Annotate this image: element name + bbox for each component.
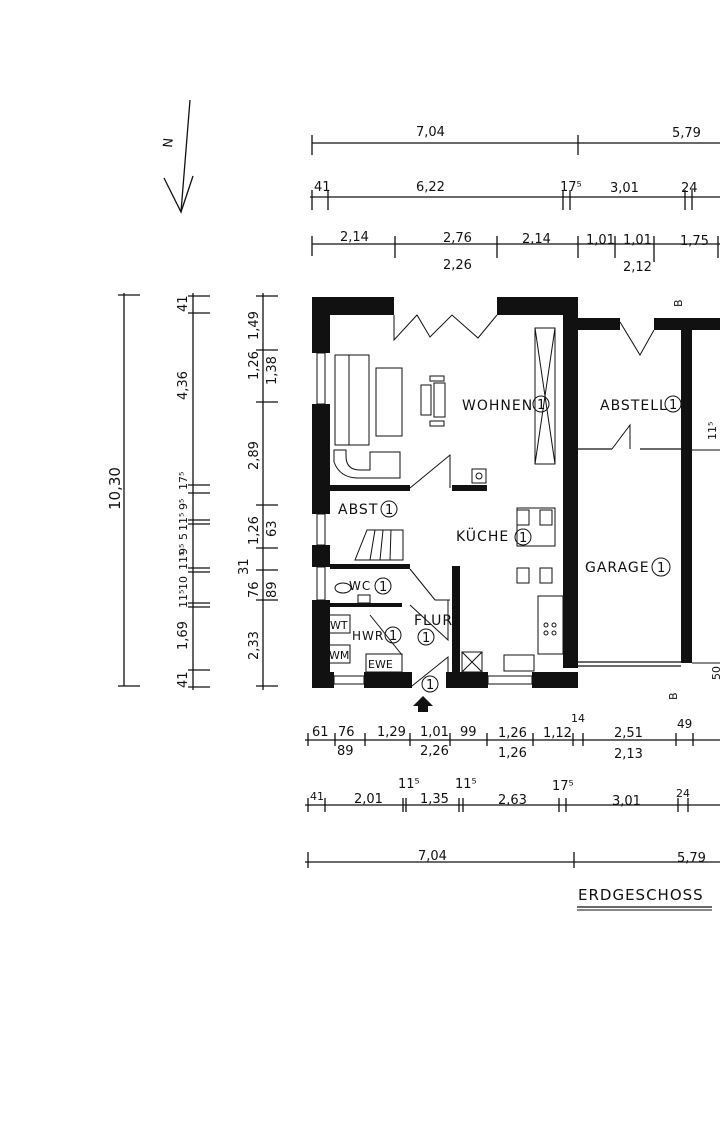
dim-label: 1,26: [498, 746, 527, 761]
dim-label: 11⁵: [177, 552, 190, 570]
room-number: 1: [519, 531, 527, 546]
dim-label: 41: [310, 790, 324, 803]
room-labels: WOHNEN 1 ABSTELL 1 ABST 1 KÜCHE 1 GARAGE…: [327, 299, 720, 700]
dim-label: 11⁵: [177, 513, 190, 531]
dim-label: 5,79: [672, 126, 701, 141]
fixture-wt: WT: [330, 619, 348, 632]
room-label-wc: WC: [349, 579, 371, 593]
room-label-flur: FLUR: [414, 613, 453, 629]
dim-label: 1,26: [247, 516, 262, 545]
dim-label: 14: [571, 712, 585, 725]
dim-label: 89: [337, 744, 354, 759]
room-label-abstell: ABSTELL: [600, 398, 668, 414]
dim-label: 2,14: [522, 232, 551, 247]
walls: [312, 297, 720, 688]
dim-label: 2,76: [443, 231, 472, 246]
dim-label: 6,22: [416, 180, 445, 195]
dim-label: 2,63: [498, 793, 527, 808]
room-number: 1: [537, 398, 545, 413]
dim-label: 5: [177, 533, 190, 540]
left-dimensions: 10,30 41 4,36 17⁵ 9⁵ 11⁵ 5 9⁵ 11⁵ 10 11⁵…: [106, 293, 280, 690]
plan-title: ERDGESCHOSS: [578, 886, 704, 904]
fixture-ewe: EWE: [368, 658, 393, 671]
dim-label: 1,38: [265, 356, 280, 385]
dim-label: 11⁵: [177, 590, 190, 608]
dim-label: 24: [676, 787, 690, 800]
dim-label: 2,14: [340, 230, 369, 245]
dim-label: 49: [677, 717, 692, 731]
bottom-dimensions: 61 76 89 1,29 1,01 2,26 99 1,26 1,26 1,1…: [305, 712, 720, 868]
room-number: 1: [389, 629, 397, 644]
dim-label: 41: [314, 180, 331, 195]
dim-label: 11⁵: [455, 777, 477, 792]
fixtures: [333, 314, 655, 712]
dim-label: 63: [265, 520, 280, 537]
room-label-abst: ABST: [338, 502, 378, 518]
dim-label: 2,89: [247, 441, 262, 470]
dim-label: 1,01: [420, 725, 449, 740]
dim-label: 1,29: [377, 725, 406, 740]
dim-label: 76: [247, 581, 262, 598]
dim-label: 31: [237, 558, 252, 575]
dim-label: 2,12: [623, 260, 652, 275]
dim-label: 89: [265, 581, 280, 598]
dim-label: 1,12: [543, 726, 572, 741]
dim-label: 1,26: [498, 726, 527, 741]
room-number: 1: [379, 580, 387, 595]
dim-label: 9⁵: [177, 544, 190, 555]
dim-label: 1,35: [420, 792, 449, 807]
dim-label: 7,04: [416, 125, 445, 140]
room-number: 1: [385, 503, 393, 518]
north-label: N: [161, 137, 177, 148]
dim-label: 2,01: [354, 792, 383, 807]
dim-label: 7,04: [418, 849, 447, 864]
fixture-wm: WM: [329, 649, 349, 662]
north-arrow-icon: N: [161, 99, 194, 214]
section-marker: B: [672, 299, 685, 307]
dim-label: 76: [338, 725, 355, 740]
top-dimensions: 7,04 5,79 41 6,22 17⁵ 3,01 24 2,14 2,76 …: [310, 125, 720, 275]
room-label-wohnen: WOHNEN: [462, 398, 533, 414]
dim-label: 9⁵: [177, 499, 190, 510]
dim-label: 99: [460, 725, 477, 740]
dim-label: 4,36: [176, 371, 191, 400]
dim-label: 2,26: [420, 744, 449, 759]
dim-label: 1,01: [623, 233, 652, 248]
dim-label: 11⁵: [706, 422, 719, 440]
dim-label: 50: [710, 666, 720, 680]
dim-label: 10: [177, 576, 190, 590]
entrance-arrow-icon: [413, 696, 433, 712]
dim-label: 17⁵: [177, 472, 190, 490]
room-number: 1: [669, 398, 677, 413]
dim-label: 61: [312, 725, 329, 740]
dim-label: 2,33: [247, 631, 262, 660]
dim-label: 2,13: [614, 747, 643, 762]
room-label-garage: GARAGE: [585, 560, 650, 576]
dim-label: 1,49: [247, 311, 262, 340]
dim-label: 17⁵: [552, 779, 574, 794]
dim-label: 1,75: [680, 234, 709, 249]
room-label-hwr: HWR: [352, 629, 384, 643]
dim-label: 1,01: [586, 233, 615, 248]
dim-label: 1,69: [176, 621, 191, 650]
room-label-kueche: KÜCHE: [456, 527, 509, 545]
dim-label: 11⁵: [398, 777, 420, 792]
dim-label: 3,01: [610, 181, 639, 196]
dim-label: 41: [176, 295, 191, 312]
dim-label: 5,79: [677, 851, 706, 866]
dim-label: 2,26: [443, 258, 472, 273]
section-marker: B: [667, 692, 680, 700]
room-number: 1: [422, 631, 430, 646]
dim-label: 24: [681, 181, 698, 196]
dim-label: 10,30: [106, 467, 124, 510]
dim-label: 41: [176, 671, 191, 688]
room-number: 1: [657, 561, 665, 576]
dim-label: 3,01: [612, 794, 641, 809]
room-number: 1: [426, 678, 434, 693]
dim-label: 1,26: [247, 351, 262, 380]
dim-label: 17⁵: [560, 180, 582, 195]
dim-label: 2,51: [614, 726, 643, 741]
